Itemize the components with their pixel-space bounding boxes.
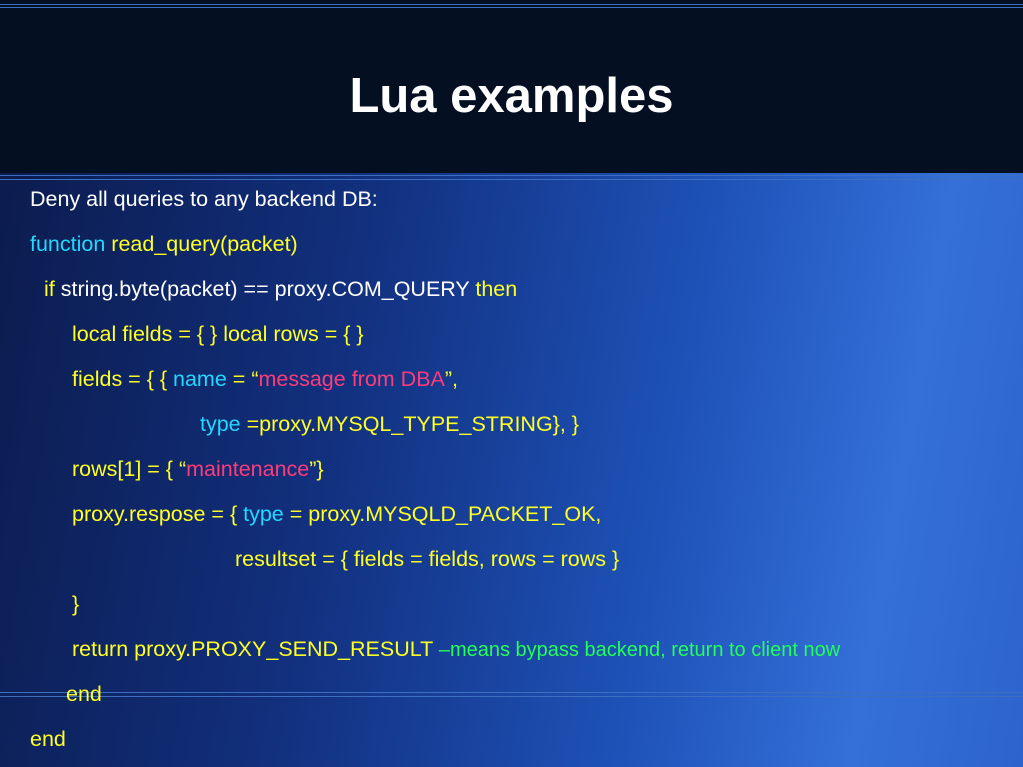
code-line-6: rows[1] = { “maintenance”} [72, 454, 324, 484]
string-literal: maintenance [186, 457, 310, 481]
code-line-12: end [30, 727, 66, 751]
code-line-2: if string.byte(packet) == proxy.COM_QUER… [44, 274, 517, 304]
divider-line [0, 692, 1023, 693]
code-text: = “ [226, 367, 259, 391]
code-comment: –means bypass backend, return to client … [438, 639, 841, 661]
divider-line [0, 696, 1023, 697]
code-text: =proxy.MYSQL_TYPE_STRING}, } [240, 412, 579, 436]
code-text: return proxy.PROXY_SEND_RESULT [72, 637, 439, 661]
keyword: type [243, 502, 284, 526]
code-line-4: fields = { { name = “message from DBA”, [72, 364, 458, 394]
code-line-1: function read_query(packet) [30, 229, 298, 259]
code-line-11: end [66, 682, 102, 706]
keyword: type [200, 412, 241, 436]
code-text: fields = { { [72, 367, 174, 391]
code-line-10: return proxy.PROXY_SEND_RESULT –means by… [72, 634, 840, 665]
divider-line [0, 179, 1023, 180]
code-line-7: proxy.respose = { type = proxy.MYSQLD_PA… [72, 499, 601, 529]
intro-text: Deny all queries to any backend DB: [30, 187, 378, 211]
keyword: if [44, 277, 55, 301]
keyword: then [475, 277, 518, 301]
code-text: read_query(packet) [105, 232, 298, 256]
code-line-3: local fields = { } local rows = { } [72, 322, 364, 346]
code-text: proxy.respose = { [72, 502, 244, 526]
code-text: ”, [444, 367, 459, 391]
string-literal: message from DBA [258, 367, 445, 391]
code-line-9: } [72, 592, 80, 616]
code-text: rows[1] = { “ [72, 457, 187, 481]
keyword: name [173, 367, 227, 391]
title-bar [0, 0, 1023, 173]
slide-title: Lua examples [349, 69, 674, 123]
code-line-5: type =proxy.MYSQL_TYPE_STRING}, } [200, 409, 579, 439]
divider-line [0, 4, 1023, 5]
code-line-8: resultset = { fields = fields, rows = ro… [235, 547, 620, 571]
code-text: string.byte(packet) == proxy.COM_QUERY [54, 277, 476, 301]
divider-line [0, 7, 1023, 8]
code-text: = proxy.MYSQLD_PACKET_OK, [283, 502, 602, 526]
keyword: function [30, 232, 106, 256]
divider-line [0, 175, 1023, 176]
code-text: ”} [309, 457, 324, 481]
